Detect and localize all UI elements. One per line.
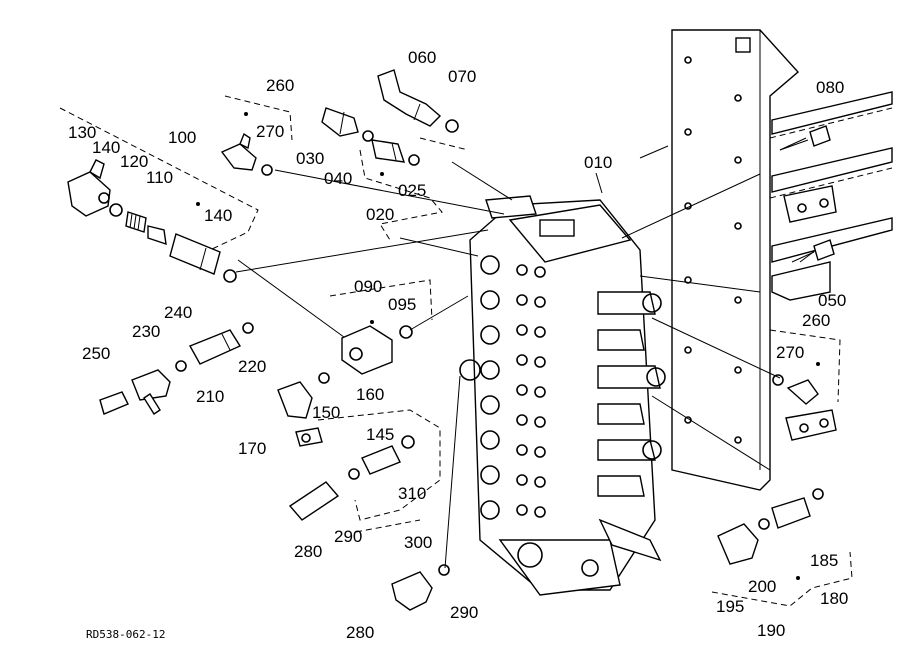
label-160: 160	[356, 385, 384, 404]
marker-dot-260a	[244, 112, 248, 116]
label-220: 220	[238, 357, 266, 376]
label-030: 030	[296, 149, 324, 168]
marker-dot-100	[196, 202, 200, 206]
part-060-pipe	[377, 69, 442, 127]
part-070-oring	[445, 119, 459, 133]
part-080-bolt	[779, 125, 831, 151]
label-280-b: 280	[346, 623, 374, 642]
part-270-oring-a	[261, 164, 273, 176]
part-290-oring-b	[438, 564, 450, 576]
label-090: 090	[354, 277, 382, 296]
valve-ports-right	[597, 291, 666, 497]
label-230: 230	[132, 322, 160, 341]
label-190: 190	[757, 621, 785, 640]
label-250: 250	[82, 344, 110, 363]
valve-ports-left	[459, 255, 500, 520]
part-145-valve	[361, 445, 401, 475]
label-110: 110	[146, 168, 173, 187]
marker-dot-020	[380, 172, 384, 176]
valve-bolt-columns	[516, 264, 546, 518]
mounting-frame	[671, 29, 893, 491]
part-180-relief-valve	[771, 497, 811, 529]
label-240: 240	[164, 303, 192, 322]
marker-dot-260b	[816, 362, 820, 366]
part-260-elbow-a	[220, 132, 257, 171]
part-030-plug	[321, 107, 359, 137]
part-220-oring	[242, 322, 254, 334]
part-040-oring	[362, 130, 374, 142]
label-290-a: 290	[334, 527, 362, 546]
label-025: 025	[398, 181, 426, 200]
label-300: 300	[404, 533, 432, 552]
part-230-elbow	[131, 369, 171, 415]
part-130-elbow	[67, 159, 111, 217]
label-310: 310	[398, 484, 426, 503]
part-290-oring-a	[348, 468, 360, 480]
part-025-oring	[408, 154, 420, 166]
label-140-a: 140	[92, 138, 120, 157]
part-050-bolt	[791, 239, 835, 263]
label-260-a: 260	[266, 76, 294, 95]
part-170-plug	[295, 427, 323, 447]
label-020: 020	[366, 205, 394, 224]
part-195-elbow	[717, 523, 759, 565]
label-150: 150	[312, 403, 340, 422]
drawing-code: RD538-062-12	[86, 628, 165, 641]
part-100-relief-valve	[169, 233, 221, 275]
part-240-oring	[175, 360, 187, 372]
label-095: 095	[388, 295, 416, 314]
label-050: 050	[818, 291, 846, 310]
label-145: 145	[366, 425, 394, 444]
part-185-oring	[812, 488, 824, 500]
label-140-b: 140	[204, 206, 232, 225]
part-310-oring	[401, 435, 415, 449]
label-260-b: 260	[802, 311, 830, 330]
part-200-oring	[758, 518, 770, 530]
part-250-fitting	[99, 391, 129, 415]
part-120-spring	[125, 211, 147, 233]
part-090-block	[341, 325, 393, 375]
label-185: 185	[810, 551, 838, 570]
label-060: 060	[408, 48, 436, 67]
part-140-oring-b	[223, 269, 237, 283]
part-095-oring	[399, 325, 413, 339]
marker-dot-090	[370, 320, 374, 324]
control-valve-body	[459, 195, 666, 596]
marker-dot-180	[796, 576, 800, 580]
part-110-poppet	[147, 225, 167, 246]
part-140-oring-a	[109, 203, 123, 217]
part-280-fitting-b	[391, 571, 433, 611]
label-120: 120	[120, 152, 148, 171]
part-260-elbow-b	[786, 379, 819, 405]
part-280-fitting-a	[288, 481, 340, 521]
label-170: 170	[238, 439, 266, 458]
leader-lines	[235, 139, 817, 569]
label-195: 195	[716, 597, 744, 616]
part-270-oring-b	[772, 374, 784, 386]
part-210-relief-valve	[189, 329, 242, 365]
label-270-a: 270	[256, 122, 284, 141]
label-070: 070	[448, 67, 476, 86]
label-280-a: 280	[294, 542, 322, 561]
label-130: 130	[68, 123, 96, 142]
part-150-elbow	[277, 381, 313, 419]
label-010: 010	[584, 153, 612, 172]
label-080: 080	[816, 78, 844, 97]
label-270-b: 270	[776, 343, 804, 362]
part-labels: 010 020 025 030 040 050 060 070 080 090 …	[68, 48, 848, 642]
label-040: 040	[324, 169, 352, 188]
part-020-fitting	[371, 139, 406, 163]
label-200: 200	[748, 577, 776, 596]
label-290-b: 290	[450, 603, 478, 622]
label-210: 210	[196, 387, 224, 406]
label-100: 100	[168, 128, 196, 147]
label-180: 180	[820, 589, 848, 608]
group-brackets	[59, 95, 853, 607]
part-160-oring	[318, 372, 330, 384]
